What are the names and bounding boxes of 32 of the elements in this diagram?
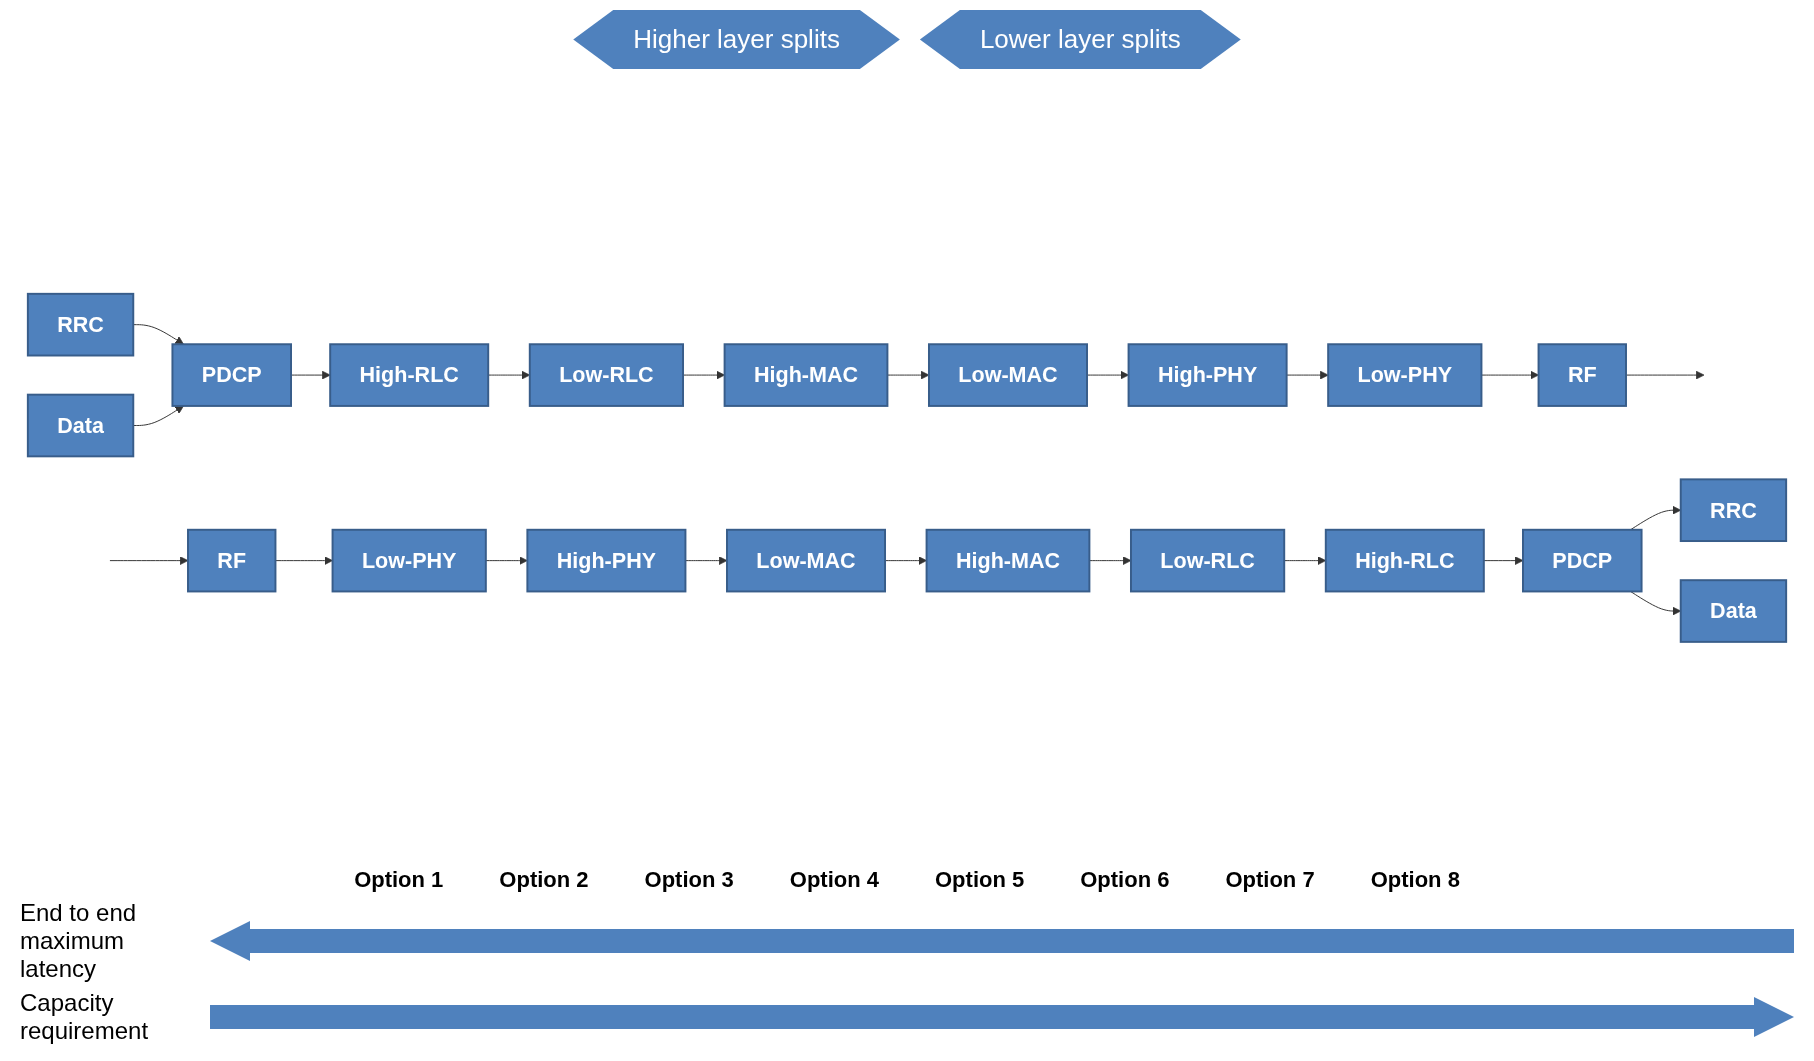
node-box: RF xyxy=(187,528,277,593)
double-arrow-banner: Lower layer splits xyxy=(919,10,1241,69)
node-box: RRC xyxy=(26,293,135,357)
node-box: Data xyxy=(1679,579,1788,643)
node-box: Low-RLC xyxy=(1130,528,1286,593)
option-label: Option 5 xyxy=(935,867,1025,893)
option-label: Option 6 xyxy=(1080,867,1170,893)
option-label: Option 4 xyxy=(789,867,879,893)
node-box: RRC xyxy=(1679,478,1788,543)
node-box: Low-MAC xyxy=(726,528,886,593)
node-box: High-RLC xyxy=(329,343,490,408)
node-box: Low-PHY xyxy=(331,528,487,593)
node-box: RF xyxy=(1537,343,1627,408)
option-label: Option 1 xyxy=(354,867,444,893)
node-box: High-RLC xyxy=(1324,528,1485,593)
node-box: High-MAC xyxy=(925,528,1091,593)
node-box: PDCP xyxy=(1522,528,1643,593)
option-label: Option 3 xyxy=(644,867,734,893)
node-box: Low-MAC xyxy=(928,343,1088,408)
node-box: Low-PHY xyxy=(1327,343,1483,408)
node-box: PDCP xyxy=(171,343,292,408)
measure-label: Capacity requirement xyxy=(20,989,150,1045)
node-box: High-MAC xyxy=(723,343,889,408)
option-label: Option 2 xyxy=(499,867,589,893)
node-box: Low-RLC xyxy=(528,343,684,408)
double-arrow-banner: Higher layer splits xyxy=(573,10,900,69)
node-box: Data xyxy=(26,393,135,458)
option-label: Option 7 xyxy=(1225,867,1315,893)
measure-label: End to end maximum latency xyxy=(20,899,138,983)
node-box: High-PHY xyxy=(526,528,687,593)
option-label: Option 8 xyxy=(1370,867,1460,893)
node-box: High-PHY xyxy=(1127,343,1288,408)
